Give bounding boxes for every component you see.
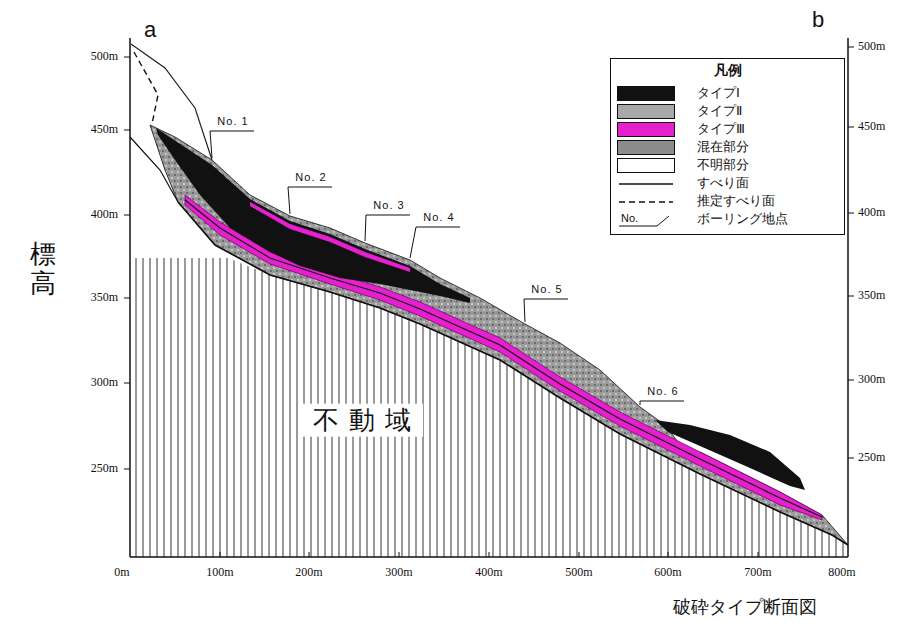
elevation-tick: 500m [91, 50, 118, 63]
legend-swatch [617, 140, 675, 155]
section-end-mark: b [812, 8, 824, 32]
ground-surface [131, 44, 212, 160]
axis-title: 標高 [30, 240, 56, 297]
distance-tick: 800m [828, 566, 855, 579]
elevation-tick: 400m [91, 208, 118, 221]
boring-symbol: No. [621, 212, 638, 224]
zone-label: 不動域 [301, 404, 423, 437]
legend-swatch [617, 158, 675, 173]
lower-boundary-line [130, 137, 178, 202]
legend-text: ボーリング地点 [697, 210, 788, 228]
boring-label: No. 3 [373, 199, 404, 211]
slip-surface [178, 202, 848, 545]
elevation-tick: 300m [91, 376, 118, 389]
legend-title: 凡例 [617, 62, 838, 80]
legend-swatch [617, 176, 675, 191]
legend-row: 混在部分 [617, 138, 838, 156]
boring-label: No. 4 [423, 211, 454, 223]
distance-tick: 500m [565, 566, 592, 579]
elevation-tick: 500m [858, 40, 885, 53]
elevation-tick: 250m [91, 462, 118, 475]
boring-label: No. 5 [531, 283, 562, 295]
distance-tick: 700m [744, 566, 771, 579]
distance-tick: 100m [206, 566, 233, 579]
legend-text: 推定すべり面 [697, 192, 775, 210]
distance-tick: 600m [654, 566, 681, 579]
legend-line-sample [617, 176, 675, 191]
elevation-tick: 350m [91, 291, 118, 304]
figure-caption: 破砕タイプ断面図 [673, 595, 817, 619]
elevation-tick: 450m [91, 123, 118, 136]
legend-row: タイプⅢ [617, 120, 838, 138]
legend-text: タイプⅠ [697, 84, 740, 102]
legend-row: 不明部分 [617, 156, 838, 174]
distance-tick: 400m [475, 566, 502, 579]
elevation-tick: 250m [858, 451, 885, 464]
legend-swatch [617, 122, 675, 137]
legend-text: タイプⅡ [697, 102, 742, 120]
legend-row: 推定すべり面 [617, 192, 838, 210]
inner-slip-surface [185, 200, 822, 517]
legend-swatch [617, 104, 675, 119]
distance-tick: 200m [295, 566, 322, 579]
legend-box: 凡例タイプⅠタイプⅡタイプⅢ混在部分不明部分すべり面推定すべり面 No. ボーリング… [610, 58, 845, 235]
elevation-tick: 400m [858, 206, 885, 219]
legend-swatch [617, 86, 675, 101]
type3-strip [250, 202, 410, 272]
boring-label: No. 1 [217, 115, 248, 127]
distance-tick: 300m [385, 566, 412, 579]
legend-text: タイプⅢ [697, 120, 745, 138]
legend-text: すべり面 [697, 174, 749, 192]
legend-row: No. ボーリング地点 [617, 210, 838, 228]
legend-row: タイプⅡ [617, 102, 838, 120]
distance-tick: 0m [114, 566, 129, 579]
section-end-mark: a [144, 18, 156, 42]
type1-lobe [655, 420, 805, 490]
legend-text: 混在部分 [697, 138, 749, 156]
axes [130, 38, 848, 557]
slide-mass [150, 125, 848, 545]
presumed-slip-surface [134, 52, 158, 124]
elevation-tick: 450m [858, 120, 885, 133]
boring-label: No. 2 [295, 171, 326, 183]
legend-row: タイプⅠ [617, 84, 838, 102]
tick-marks [124, 47, 854, 557]
boring-label: No. 6 [647, 385, 678, 397]
type1-band [156, 128, 470, 303]
elevation-tick: 350m [858, 289, 885, 302]
elevation-tick: 300m [858, 373, 885, 386]
legend-swatch: No. [617, 212, 675, 227]
legend-swatch [617, 194, 675, 209]
legend-row: すべり面 [617, 174, 838, 192]
legend-text: 不明部分 [697, 156, 749, 174]
legend-line-sample [617, 194, 675, 209]
